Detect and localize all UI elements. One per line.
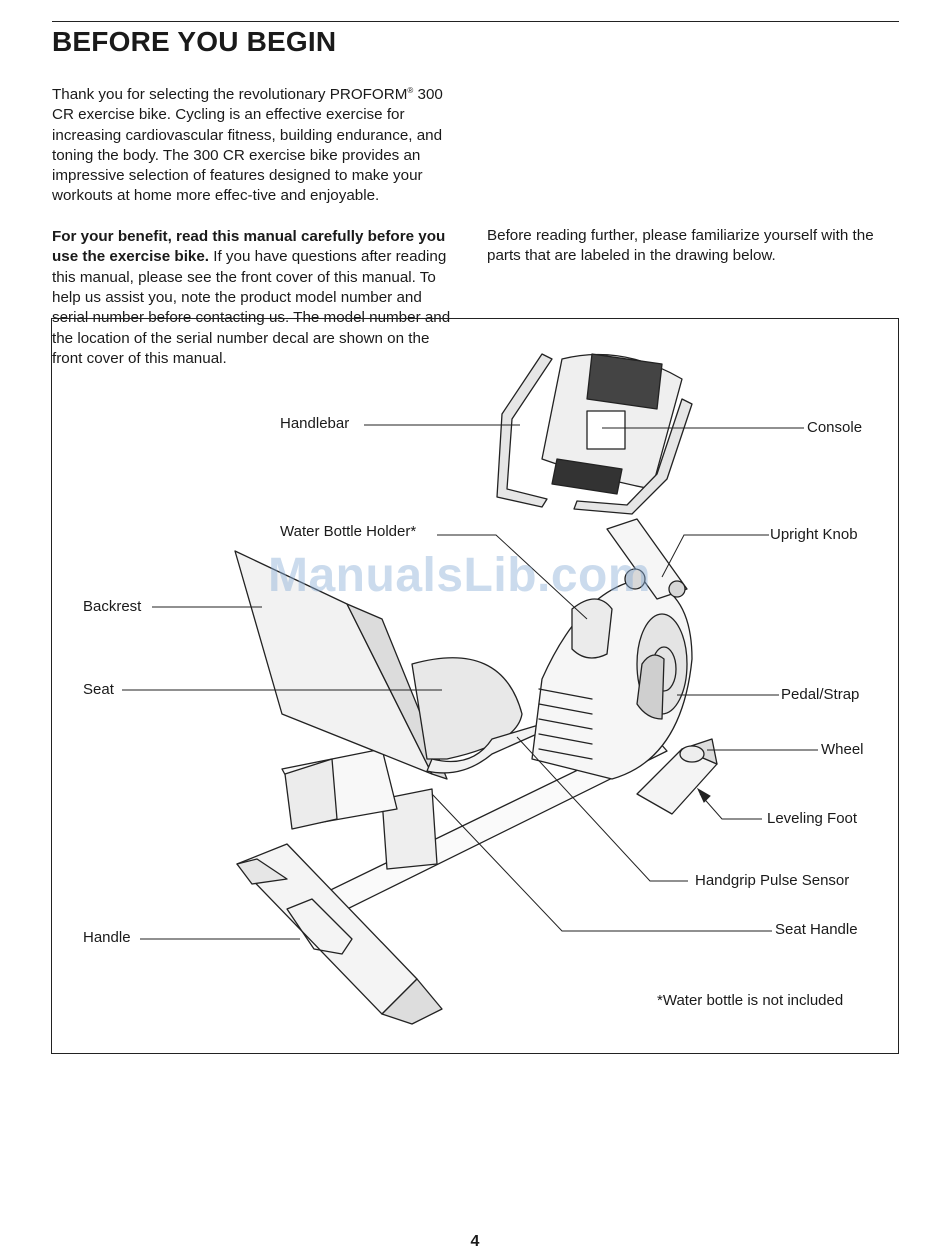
leader-seat-handle <box>431 793 772 932</box>
console-speaker <box>586 353 663 410</box>
intro-paragraph-2: For your benefit, read this manual caref… <box>52 228 451 367</box>
pedal <box>636 654 665 720</box>
seat-cushion <box>411 657 523 760</box>
exercise-bike-illustration <box>122 353 818 1025</box>
leader-upright-knob <box>661 534 769 578</box>
intro-column-left: Thank you for selecting the revolutionar… <box>52 85 462 389</box>
footnote: *Water bottle is not included <box>657 992 844 1009</box>
page-number: 4 <box>470 1233 480 1250</box>
label-seat: Seat <box>83 681 114 698</box>
top-rule <box>52 21 899 22</box>
label-backrest: Backrest <box>83 598 142 615</box>
label-seat-handle: Seat Handle <box>775 921 858 938</box>
label-handlebar: Handlebar <box>280 415 350 432</box>
intro-paragraph-3: Before reading further, please familiari… <box>487 227 874 265</box>
leader-leveling-foot <box>699 793 762 820</box>
intro-column-right: Before reading further, please familiari… <box>487 85 897 287</box>
handlebar-right <box>573 398 693 515</box>
label-handle: Handle <box>83 929 131 946</box>
registered-mark: ® <box>407 86 414 95</box>
console-display <box>586 410 626 450</box>
leader-water-bottle <box>437 534 588 620</box>
water-bottle-cup <box>571 598 613 659</box>
label-leveling-foot: Leveling Foot <box>767 810 858 827</box>
intro-bold-notice: For your benefit, read this manual caref… <box>52 228 446 266</box>
leveling-foot-arrowhead <box>696 787 711 803</box>
rear-handle <box>286 898 353 955</box>
handlebar-left <box>496 353 553 508</box>
leader-handgrip <box>516 736 688 882</box>
label-wheel: Wheel <box>821 741 864 758</box>
parts-diagram: Handlebar Console Water Bottle Holder* U… <box>51 318 899 1054</box>
label-console: Console <box>807 419 863 436</box>
label-handgrip-pulse-sensor: Handgrip Pulse Sensor <box>695 872 850 889</box>
label-upright-knob: Upright Knob <box>770 526 858 543</box>
intro-paragraph-1: Thank you for selecting the revolutionar… <box>52 86 443 205</box>
label-water-bottle-holder: Water Bottle Holder* <box>280 523 417 540</box>
label-pedal-strap: Pedal/Strap <box>781 686 860 703</box>
watermark: ManualsLib.com <box>268 549 652 602</box>
upright-knob-shape <box>624 568 646 590</box>
page-title: BEFORE YOU BEGIN <box>52 26 337 57</box>
